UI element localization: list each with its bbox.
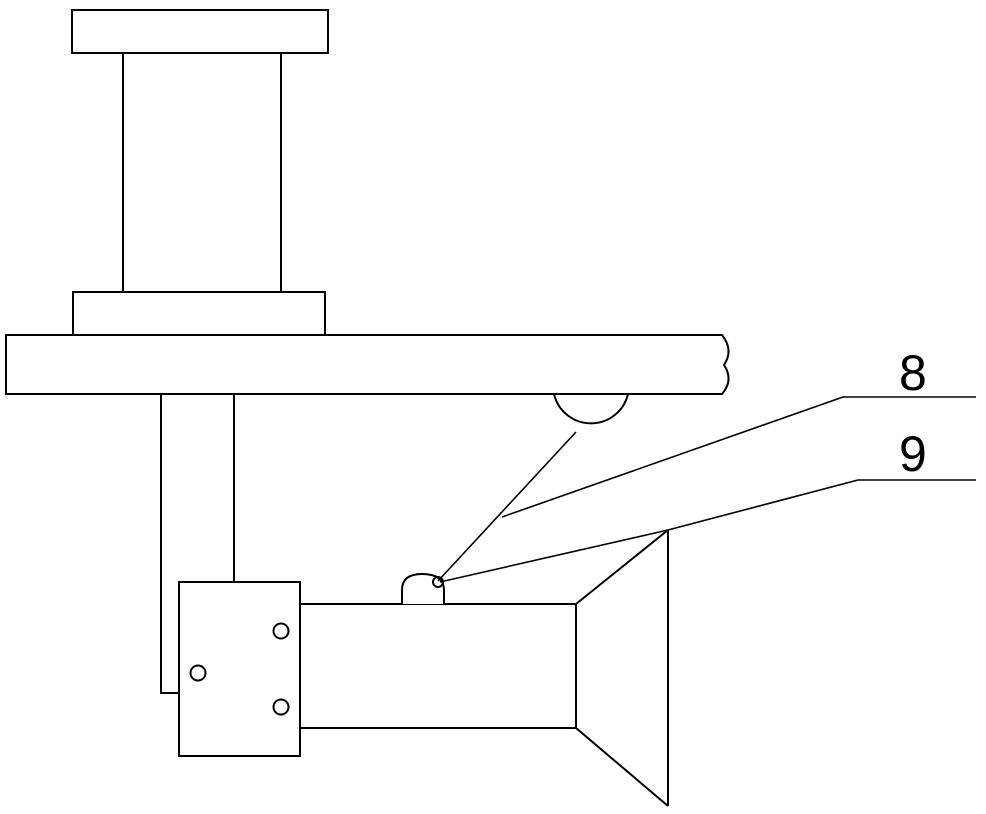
sensor-dome — [402, 574, 444, 604]
leader-lines — [438, 397, 976, 582]
camera-body — [300, 604, 576, 728]
vertical-column — [123, 53, 281, 292]
top-cap-plate — [72, 10, 328, 53]
callout-label-9: 9 — [899, 426, 927, 482]
mounting-block — [179, 582, 300, 756]
horizontal-beam — [6, 335, 729, 394]
beam-bracket — [554, 394, 628, 423]
column-base-plate — [73, 292, 325, 335]
callout-label-8: 8 — [899, 345, 927, 401]
lens-hood — [576, 530, 668, 806]
